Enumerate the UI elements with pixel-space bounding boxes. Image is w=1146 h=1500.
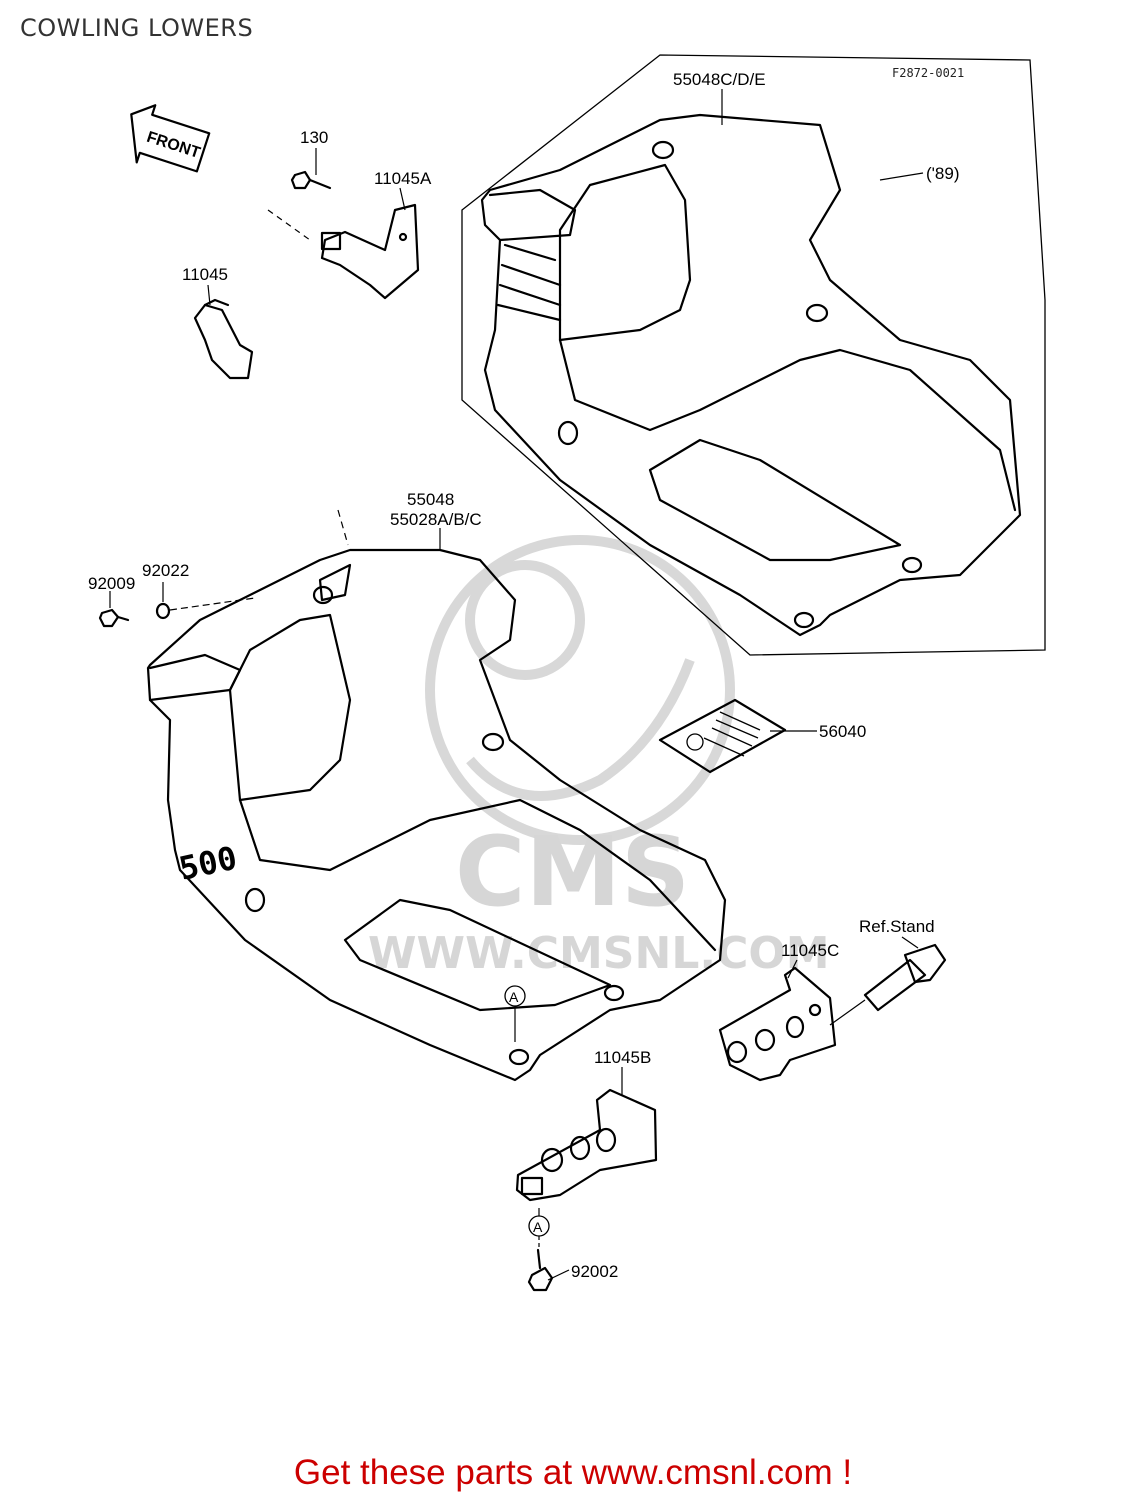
leader-ref-stand	[901, 936, 919, 949]
bolt-ref-stand	[829, 943, 947, 1026]
decal-56040	[658, 698, 787, 774]
leader-11045a	[399, 187, 406, 211]
front-direction-arrow: FRONT	[130, 104, 211, 173]
svg-text:A: A	[509, 989, 519, 1005]
label-part-55048: 55048	[407, 490, 454, 509]
watermark-brand: CMS	[455, 816, 690, 928]
label-part-11045b: 11045B	[594, 1048, 651, 1067]
label-part-11045c: 11045C	[781, 941, 839, 960]
upper-cowling-55048cde	[480, 113, 1022, 637]
lower-cowling-55048: 500	[146, 548, 727, 1082]
bracket-11045a	[267, 203, 420, 300]
label-part-92009: 92009	[88, 574, 135, 593]
variant-89-outline	[461, 54, 1046, 656]
watermark-url: WWW.CMSNL.COM	[368, 928, 830, 979]
svg-text:A: A	[533, 1219, 543, 1235]
label-ref-stand: Ref.Stand	[859, 917, 935, 936]
label-part-11045a: 11045A	[374, 169, 432, 188]
leader-11045	[207, 284, 211, 306]
label-part-56040: 56040	[819, 722, 866, 741]
label-part-55028abc: 55028A/B/C	[390, 510, 482, 529]
bracket-11045b	[515, 1088, 658, 1202]
bracket-11045c	[718, 966, 837, 1082]
washer-92022	[155, 597, 256, 620]
screw-92009	[98, 608, 130, 628]
screw-92002	[527, 1248, 554, 1292]
label-part-92022: 92022	[142, 561, 189, 580]
diagram-code: F2872-0021	[892, 66, 964, 80]
leader-11045c	[787, 959, 798, 979]
model-decal-text: 500	[176, 839, 240, 888]
label-part-11045: 11045	[182, 265, 228, 284]
watermark: CMS WWW.CMSNL.COM	[368, 535, 830, 979]
label-part-55048cde: 55048C/D/E	[673, 70, 766, 89]
page-title: COWLING LOWERS	[20, 14, 254, 42]
leader-89	[879, 172, 924, 181]
label-part-92002: 92002	[571, 1262, 618, 1281]
leader-92002	[547, 1269, 570, 1281]
label-part-130: 130	[300, 128, 328, 147]
leader-55048-dash	[337, 509, 349, 546]
ref-marker-a-upper: A	[504, 985, 526, 1042]
ref-marker-a-lower: A	[528, 1208, 550, 1248]
label-variant-89: ('89)	[926, 164, 959, 183]
bolt-130	[290, 170, 332, 190]
part-11045	[193, 298, 254, 380]
cmsnl-promo-link[interactable]: Get these parts at www.cmsnl.com !	[293, 1453, 853, 1492]
